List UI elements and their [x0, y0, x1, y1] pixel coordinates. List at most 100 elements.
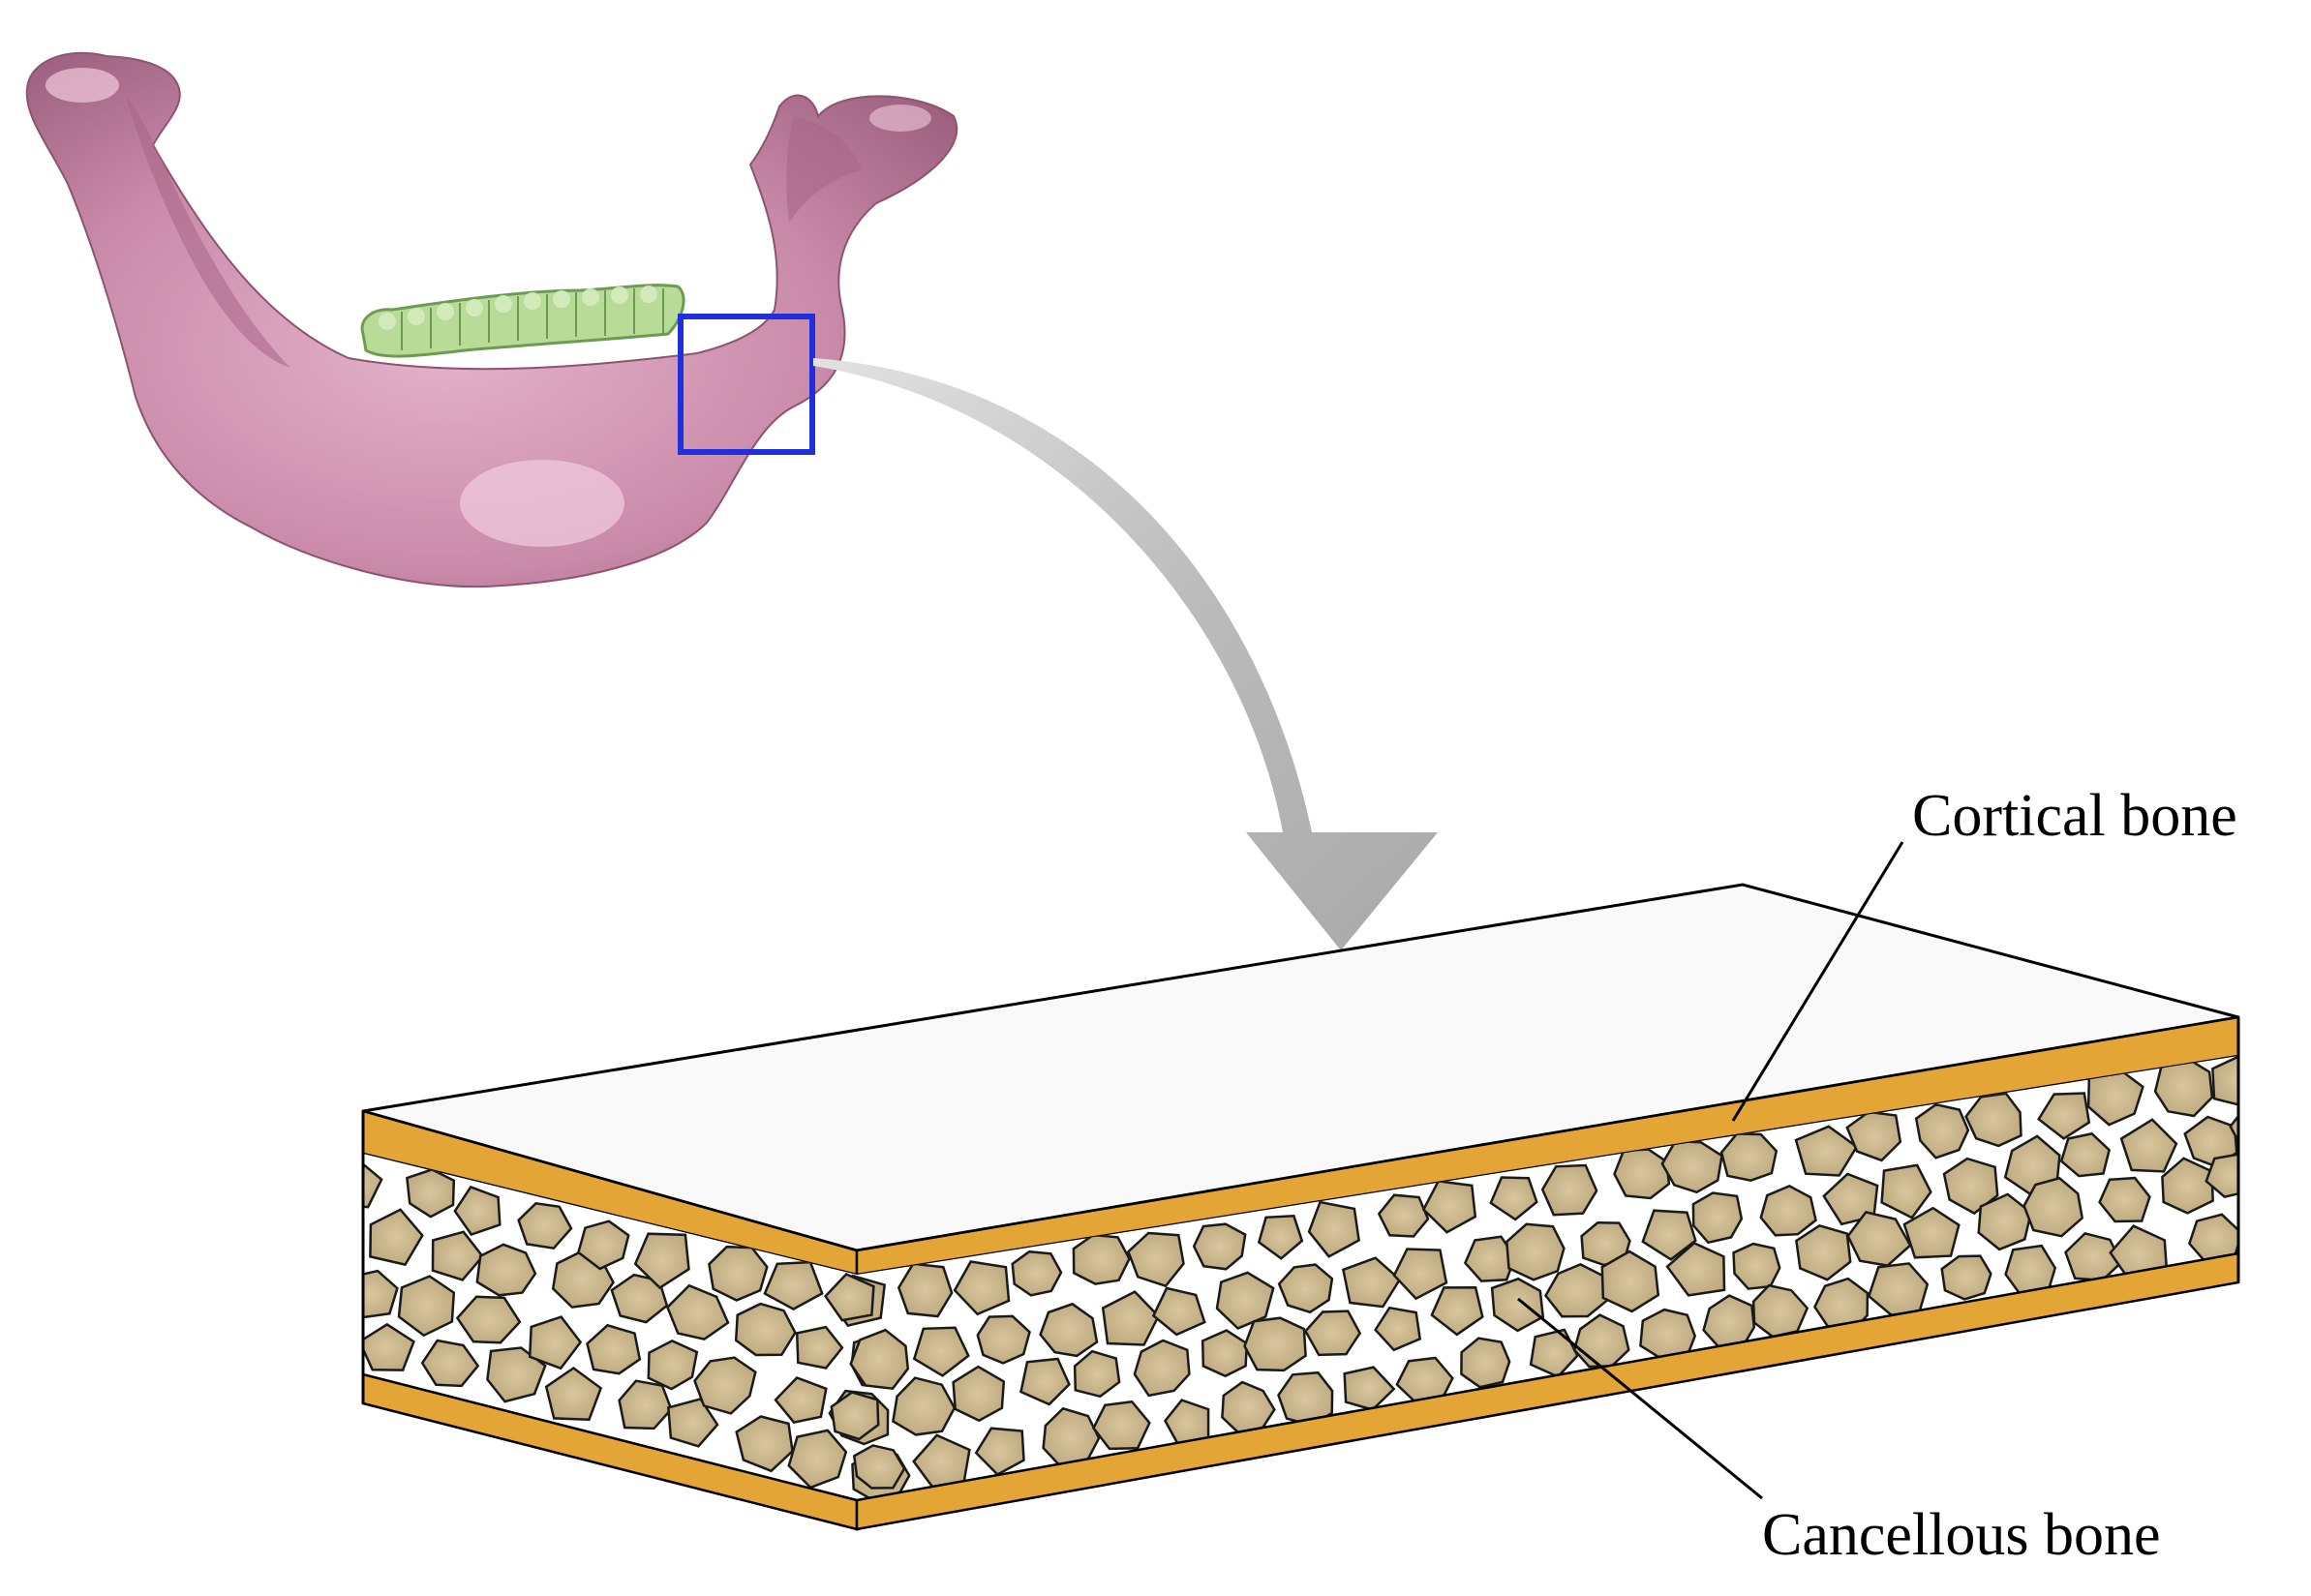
cancellous-cell: [517, 1201, 573, 1250]
cancellous-bone-cells: [363, 1056, 2299, 1500]
cancellous-cell: [1039, 1302, 1099, 1358]
cancellous-cell: [586, 1323, 642, 1375]
cancellous-cell: [1307, 1200, 1360, 1258]
cancellous-cell: [633, 1232, 690, 1290]
cancellous-cell: [1719, 1132, 1779, 1182]
cancellous-cell: [1940, 1254, 1992, 1301]
cancellous-cell: [2229, 1105, 2238, 1152]
cancellous-cell: [1243, 1316, 1307, 1372]
cancellous-cell: [1600, 1250, 1660, 1313]
cancellous-cell: [849, 1328, 910, 1391]
cancellous-cell: [1101, 1290, 1161, 1346]
cancellous-cell: [453, 1185, 502, 1236]
cancellous-bone-label: Cancellous bone: [1762, 1502, 2161, 1568]
cancellous-cell: [1580, 1221, 1631, 1267]
cancellous-cell: [1257, 1215, 1304, 1260]
cancellous-cell: [1732, 1242, 1781, 1290]
cancellous-leader-line: [1517, 1297, 1763, 1500]
cancellous-cell: [1942, 1157, 1999, 1216]
cortical-leader-line: [1731, 841, 1904, 1122]
cancellous-cell: [1845, 1110, 1902, 1162]
cancellous-cell: [852, 1444, 906, 1490]
cancellous-cell: [1343, 1366, 1396, 1411]
cancellous-cell: [1377, 1193, 1430, 1238]
cancellous-cell: [1460, 1337, 1511, 1389]
cortical-bone-label: Cortical bone: [1912, 783, 2237, 849]
cancellous-cell: [1303, 1310, 1362, 1357]
teeth-icon: [360, 284, 685, 358]
cancellous-cell: [1665, 1241, 1726, 1297]
cancellous-cell: [528, 1315, 583, 1370]
cancellous-cell: [774, 1376, 828, 1424]
cancellous-cell: [1613, 1148, 1671, 1200]
cancellous-cell: [2059, 1131, 2111, 1178]
cancellous-cell: [974, 1427, 1025, 1477]
cancellous-cell: [1795, 1223, 1852, 1281]
cancellous-cell: [1341, 1256, 1402, 1309]
cancellous-cell: [976, 1314, 1031, 1365]
cancellous-cell: [952, 1365, 1006, 1423]
cancellous-cell: [1902, 1206, 1961, 1259]
cancellous-cell: [1019, 1357, 1071, 1406]
cancellous-cell: [1215, 1271, 1275, 1330]
zoom-region-box-icon: [678, 314, 815, 455]
cancellous-cell: [647, 1340, 699, 1391]
cancellous-cell: [1073, 1349, 1121, 1399]
cancellous-cell: [1430, 1285, 1484, 1337]
cancellous-cell: [1489, 1176, 1538, 1221]
cancellous-cell: [1914, 1102, 1970, 1159]
cancellous-cell: [397, 1275, 456, 1338]
cancellous-cell: [912, 1326, 970, 1377]
cancellous-cell: [1822, 1172, 1879, 1226]
cancellous-cell: [486, 1346, 547, 1403]
cancellous-cell: [1192, 1222, 1247, 1271]
cancellous-cell: [2037, 1092, 2091, 1140]
cancellous-cell: [665, 1283, 730, 1340]
cancellous-cell: [369, 1208, 424, 1267]
cancellous-cell: [823, 1272, 875, 1322]
cancellous-cell: [2242, 1203, 2299, 1255]
cancellous-cell: [420, 1339, 480, 1388]
cancellous-cell: [795, 1325, 844, 1370]
cancellous-cell: [1201, 1329, 1249, 1378]
cancellous-cell: [1572, 1313, 1630, 1369]
cancellous-cell: [1151, 1286, 1206, 1337]
cancellous-cell: [1092, 1400, 1151, 1451]
cancellous-cell: [1540, 1163, 1598, 1217]
cancellous-cell: [1641, 1209, 1697, 1261]
cancellous-cell: [1392, 1248, 1448, 1301]
cancellous-cell: [1374, 1306, 1422, 1352]
cancellous-cell: [2022, 1176, 2084, 1238]
cancellous-cell: [2153, 1056, 2214, 1118]
cancellous-cell: [1759, 1185, 1817, 1237]
cancellous-cell: [1072, 1233, 1131, 1285]
cancellous-cell: [1880, 1163, 1932, 1220]
cancellous-cell: [830, 1391, 880, 1441]
cancellous-cell: [1660, 1139, 1723, 1194]
cancellous-cell: [1505, 1222, 1566, 1281]
cancellous-cell: [734, 1302, 797, 1357]
cancellous-cell: [1691, 1191, 1744, 1245]
bone-block: [361, 883, 2299, 1531]
cancellous-cell: [892, 1376, 957, 1436]
cancellous-cell: [763, 1260, 824, 1311]
cancellous-cell: [708, 1245, 769, 1302]
cancellous-cell: [363, 1157, 383, 1209]
cancellous-cell: [953, 1260, 1011, 1316]
cancellous-cell: [1421, 1180, 1477, 1234]
cancellous-cell: [693, 1356, 757, 1415]
curved-arrow-icon: [813, 358, 1438, 950]
cancellous-cell: [1490, 1277, 1545, 1333]
cancellous-cell: [787, 1429, 848, 1490]
cancellous-cell: [1794, 1125, 1859, 1177]
cancellous-cell: [475, 1243, 537, 1297]
cancellous-cell: [1133, 1339, 1191, 1398]
cancellous-cell: [544, 1366, 603, 1421]
cancellous-cell: [1964, 1092, 2022, 1148]
cancellous-cell: [2119, 1118, 2178, 1173]
cancellous-cell: [1042, 1406, 1101, 1468]
cancellous-cell: [1277, 1263, 1334, 1314]
cancellous-cell: [576, 1220, 630, 1271]
